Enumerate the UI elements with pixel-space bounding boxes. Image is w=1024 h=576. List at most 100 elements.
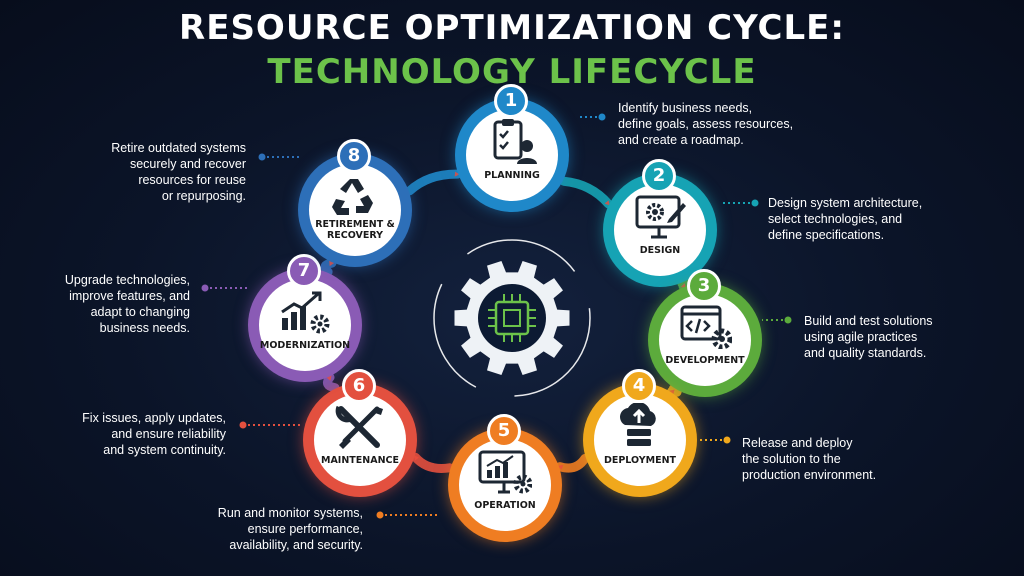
center-chip-gear-icon	[433, 239, 591, 397]
cycle-arrow	[410, 452, 455, 473]
step-description-line: production environment.	[742, 468, 877, 482]
step-description-line: securely and recover	[129, 157, 246, 171]
leader-dot	[239, 421, 247, 429]
cloud-server-icon	[620, 402, 656, 446]
step-description-line: ensure performance,	[247, 522, 363, 536]
step-description-line: and system continuity.	[103, 443, 226, 457]
step-description-line: and quality standards.	[804, 346, 927, 360]
leader-dot	[751, 199, 759, 207]
step-node: RETIREMENT &RECOVERY 8	[298, 139, 412, 267]
step-label-line: MODERNIZATION	[259, 340, 351, 351]
leader-dot	[784, 316, 792, 324]
step-icon-wrap	[333, 403, 387, 449]
step-node: DEVELOPMENT 3	[648, 269, 762, 397]
step-description-line: resources for reuse	[138, 173, 246, 187]
step-label-line: DESIGN	[639, 245, 681, 256]
code-window-gear-icon	[680, 305, 733, 350]
step-label: PLANNING	[466, 170, 558, 181]
step-icon-wrap	[678, 303, 733, 350]
step-label-line: RECOVERY	[326, 230, 384, 241]
step-icon-wrap	[278, 288, 332, 334]
step-number-badge: 8	[337, 139, 371, 173]
growth-chart-gear-icon	[281, 291, 330, 334]
recycle-icon	[332, 179, 373, 215]
step-number-badge: 5	[487, 414, 521, 448]
step-icon-wrap	[328, 173, 382, 219]
step-label-line: PLANNING	[484, 170, 540, 181]
step-label: MAINTENANCE	[314, 455, 406, 466]
step-description-line: and create a roadmap.	[618, 133, 744, 147]
step-description-line: availability, and security.	[229, 538, 363, 552]
step-label: DESIGN	[614, 245, 706, 256]
step-label-line: DEPLOYMENT	[603, 455, 677, 466]
cycle-arrow	[405, 169, 462, 196]
step-node: MODERNIZATION 7	[248, 254, 362, 382]
monitor-gear-pencil-icon	[635, 195, 686, 239]
leader-dot	[201, 284, 209, 292]
step-label-line: DEVELOPMENT	[665, 355, 745, 366]
step-label: RETIREMENT &RECOVERY	[309, 219, 401, 241]
monitor-chart-gear-icon	[478, 450, 533, 494]
step-label: MODERNIZATION	[259, 340, 351, 351]
step-node: DEPLOYMENT 4	[583, 369, 697, 497]
clipboard-person-icon	[493, 119, 537, 164]
step-description-line: or repurposing.	[161, 189, 246, 203]
step-number-badge: 2	[642, 159, 676, 193]
step-description: Run and monitor systems, ensure performan…	[215, 505, 363, 553]
step-icon-wrap	[613, 402, 667, 449]
step-description: Build and test solutions using agile prac…	[804, 313, 933, 361]
step-description: Fix issues, apply updates, and ensure rel…	[80, 410, 226, 458]
step-icon-wrap	[485, 118, 539, 164]
step-description: Design system architecture, select techno…	[768, 195, 922, 243]
step-node: OPERATION 5	[448, 414, 562, 542]
step-description-line: Identify business needs,	[618, 101, 753, 115]
title-line-1: RESOURCE OPTIMIZATION CYCLE:	[179, 8, 845, 48]
step-description-line: Release and deploy	[742, 436, 853, 450]
step-node: MAINTENANCE 6	[303, 369, 417, 497]
step-description-line: select technologies, and	[768, 212, 903, 226]
chip-core	[503, 309, 521, 327]
step-description-line: define goals, assess resources,	[618, 117, 794, 131]
step-number-badge: 4	[622, 369, 656, 403]
step-icon-wrap	[633, 193, 687, 239]
step-description-line: Upgrade technologies,	[64, 273, 190, 287]
step-label: OPERATION	[459, 500, 551, 511]
step-description-line: Design system architecture,	[768, 196, 923, 210]
step-label: DEPLOYMENT	[594, 455, 686, 466]
leader-dot	[723, 436, 731, 444]
leader-dot	[598, 113, 606, 121]
step-label-line: MAINTENANCE	[321, 455, 399, 466]
chip-body	[494, 300, 530, 336]
step-number-badge: 7	[287, 254, 321, 288]
step-description: Identify business needs, define goals, as…	[618, 100, 793, 148]
step-description-line: adapt to changing	[90, 305, 190, 319]
step-description-line: the solution to the	[742, 452, 841, 466]
step-description-line: business needs.	[99, 321, 190, 335]
cycle-arrow	[555, 453, 590, 473]
step-node: DESIGN 2	[603, 159, 717, 287]
step-description-line: improve features, and	[69, 289, 190, 303]
step-number-badge: 1	[494, 84, 528, 118]
cycle-arrow	[559, 176, 613, 209]
step-description-line: Fix issues, apply updates,	[82, 411, 226, 425]
refresh-ring	[433, 239, 591, 397]
step-label-line: RETIREMENT &	[315, 219, 395, 230]
step-number-badge: 6	[342, 369, 376, 403]
step-label: DEVELOPMENT	[659, 355, 751, 366]
step-description-line: and ensure reliability	[111, 427, 226, 441]
step-description-line: Build and test solutions	[804, 314, 933, 328]
step-description-line: Retire outdated systems	[111, 141, 246, 155]
step-node: PLANNING 1	[455, 84, 569, 212]
step-description-line: define specifications.	[768, 228, 885, 242]
step-description: Release and deploy the solution to the pro…	[742, 435, 876, 483]
step-description-line: Run and monitor systems,	[217, 506, 363, 520]
step-description: Upgrade technologies, improve features, a…	[60, 272, 190, 336]
leader-dot	[258, 153, 266, 161]
wrench-screwdriver-icon	[335, 405, 383, 449]
step-inner	[314, 394, 406, 486]
step-label-line: OPERATION	[474, 500, 536, 511]
step-number-badge: 3	[687, 269, 721, 303]
step-description-line: using agile practices	[804, 330, 918, 344]
